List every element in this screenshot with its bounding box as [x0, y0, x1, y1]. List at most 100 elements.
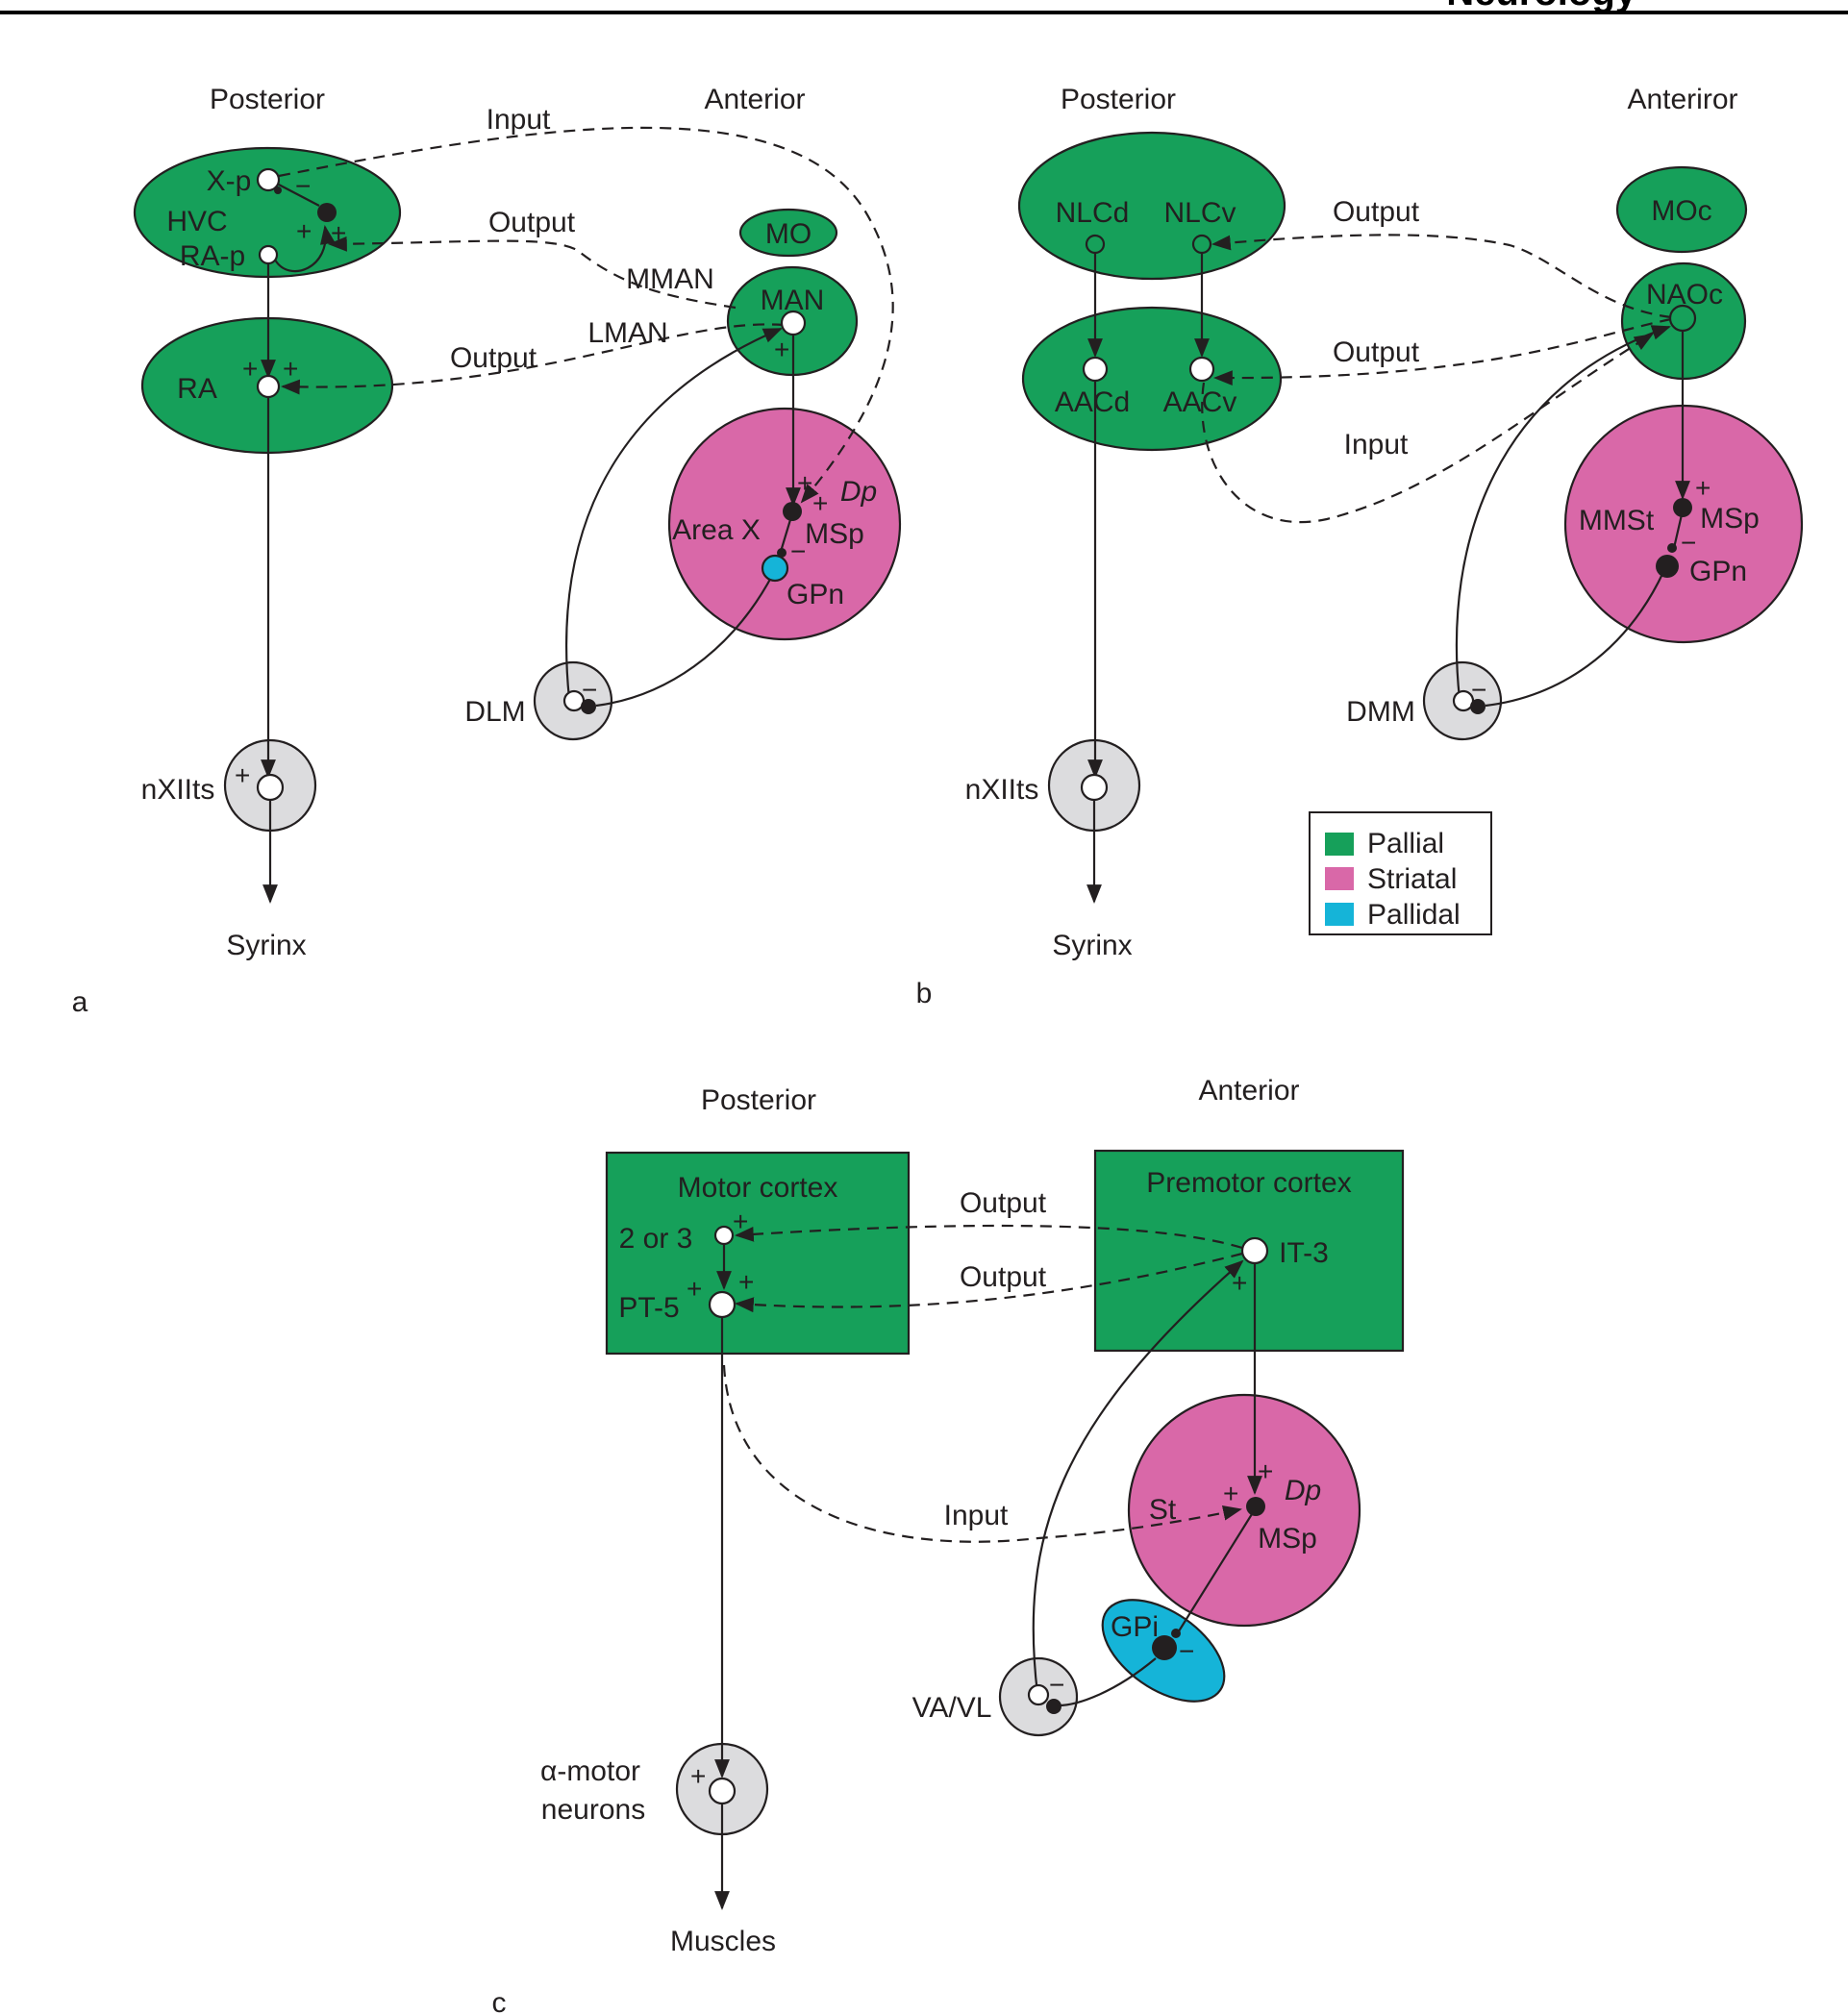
area-x-msp-neuron [783, 502, 802, 521]
it3-output-to-l23-edge [735, 1224, 1243, 1250]
gpi-neuron [1152, 1635, 1177, 1660]
mo-region [738, 208, 838, 258]
msp-plus-sign-c2: + [1223, 1479, 1238, 1508]
panel-b-anterior-heading: Anteriror [1627, 84, 1737, 115]
area-x-region [667, 407, 902, 641]
aacd-neuron [1082, 356, 1109, 383]
vavl-neuron [1027, 1683, 1050, 1706]
output-label-a2: Output [450, 342, 537, 374]
mmst-msp-synapse [1667, 543, 1677, 553]
input-label-b: Input [1344, 429, 1409, 460]
msp-to-gpi-edge [1176, 1513, 1253, 1635]
gpn-label: GPn [787, 579, 844, 610]
area-x-label: Area X [672, 514, 761, 546]
it3-output-to-pt5-edge [735, 1252, 1243, 1313]
nxiits-neuron-a [256, 773, 285, 802]
st-label: St [1149, 1494, 1177, 1526]
xp-inhibit-edge [276, 183, 320, 207]
output-label-b1: Output [1333, 196, 1420, 228]
alpha-motor-plus-sign: + [690, 1761, 706, 1791]
dlm-minus-sign: − [582, 675, 597, 705]
gpi-synapse [1171, 1629, 1181, 1638]
legend-label-striatal: Striatal [1367, 863, 1457, 895]
mmst-minus-sign: − [1681, 528, 1696, 558]
nxiits-label-b: nXIIts [965, 774, 1039, 806]
vavl-minus-sign: − [1049, 1670, 1064, 1700]
moc-region [1615, 165, 1748, 254]
panel-b: Posterior Anteriror NLCd NLCv AACd AACv … [916, 84, 1804, 1009]
hvc-plus-sign-1: + [296, 216, 312, 246]
nxiits-label-a: nXIIts [141, 774, 215, 806]
mo-label: MO [765, 218, 812, 250]
legend-swatch-pallidal [1325, 903, 1354, 926]
syrinx-label-a: Syrinx [226, 930, 306, 961]
l23-plus-sign: + [733, 1207, 748, 1236]
panel-a-anterior-heading: Anterior [704, 84, 805, 115]
naoc-output-to-aacv-edge [1213, 317, 1672, 386]
alpha-motor-label-line1: α-motor [540, 1755, 640, 1787]
st-msp-neuron [1246, 1497, 1265, 1516]
gpn-to-dlm-edge [595, 573, 774, 708]
premotor-cortex-label: Premotor cortex [1146, 1167, 1351, 1199]
gpi-to-vavl-edge [1055, 1657, 1157, 1707]
vavl-synapse [1046, 1699, 1061, 1714]
mman-output-to-hvc-edge [328, 236, 737, 310]
it3-neuron [1240, 1236, 1269, 1265]
ra-label: RA [177, 373, 217, 405]
aacv-label: AACv [1163, 386, 1237, 418]
xp-synapse [274, 187, 282, 194]
rap-to-interneuron-edge [274, 225, 336, 273]
legend-label-pallial: Pallial [1367, 828, 1444, 859]
vavl-to-it3-edge [1032, 1259, 1244, 1695]
mmst-msp-label: MSp [1700, 503, 1760, 535]
pt5-label: PT-5 [618, 1292, 679, 1324]
st-dp-label: Dp [1285, 1475, 1321, 1506]
st-msp-label: MSp [1258, 1523, 1317, 1555]
nlcd-label: NLCd [1056, 197, 1130, 229]
mmst-gpn-label: GPn [1689, 556, 1747, 587]
msp-plus-sign-c1: + [1258, 1456, 1273, 1486]
man-neuron [780, 310, 807, 336]
naoc-neuron [1668, 304, 1697, 333]
gpn-neuron [761, 554, 789, 583]
naoc-output-to-nlcv-edge [1211, 234, 1672, 319]
top-rule [0, 11, 1848, 14]
msp-synapse [777, 548, 787, 558]
mman-label: MMAN [626, 263, 714, 295]
nlcv-label: NLCv [1163, 197, 1236, 229]
dmm-neuron [1452, 689, 1475, 712]
output-label-c1: Output [960, 1187, 1047, 1219]
ra-plus-sign-1: + [242, 354, 258, 384]
gpi-label: GPi [1111, 1611, 1159, 1643]
panel-b-posterior-heading: Posterior [1061, 84, 1176, 115]
aacv-input-to-naoc-edge [1201, 333, 1654, 524]
output-label-b2: Output [1333, 336, 1420, 368]
dlm-synapse [581, 699, 596, 714]
dmm-to-naoc-edge [1455, 325, 1671, 700]
aacv-neuron [1188, 356, 1215, 383]
dmm-label: DMM [1346, 696, 1415, 728]
alpha-motor-neuron [708, 1777, 737, 1805]
panel-c-letter: c [492, 1987, 507, 2015]
xp-label: X-p [207, 165, 252, 197]
msp-plus-sign-2: + [812, 488, 828, 518]
xp-neuron [256, 167, 281, 192]
pt5-neuron [708, 1290, 737, 1319]
nxiits-plus-sign-a: + [235, 760, 250, 790]
hvc-plus-sign-2: + [331, 218, 346, 248]
alpha-motor-label-line2: neurons [541, 1794, 645, 1826]
input-label-c: Input [944, 1500, 1009, 1531]
panel-a-posterior-heading: Posterior [210, 84, 325, 115]
dlm-label: DLM [464, 696, 525, 728]
input-label-a: Input [487, 104, 551, 136]
dmm-synapse [1470, 699, 1486, 714]
lman-output-to-ra-edge [281, 323, 785, 395]
dmm-minus-sign: − [1471, 675, 1486, 705]
xp-input-to-area-x-edge [278, 126, 894, 504]
gpn-to-dmm-edge [1485, 571, 1664, 708]
aac-region [1021, 306, 1283, 452]
mmst-gpn-neuron [1656, 555, 1679, 578]
output-label-c2: Output [960, 1261, 1047, 1293]
panel-c-posterior-heading: Posterior [701, 1084, 816, 1116]
